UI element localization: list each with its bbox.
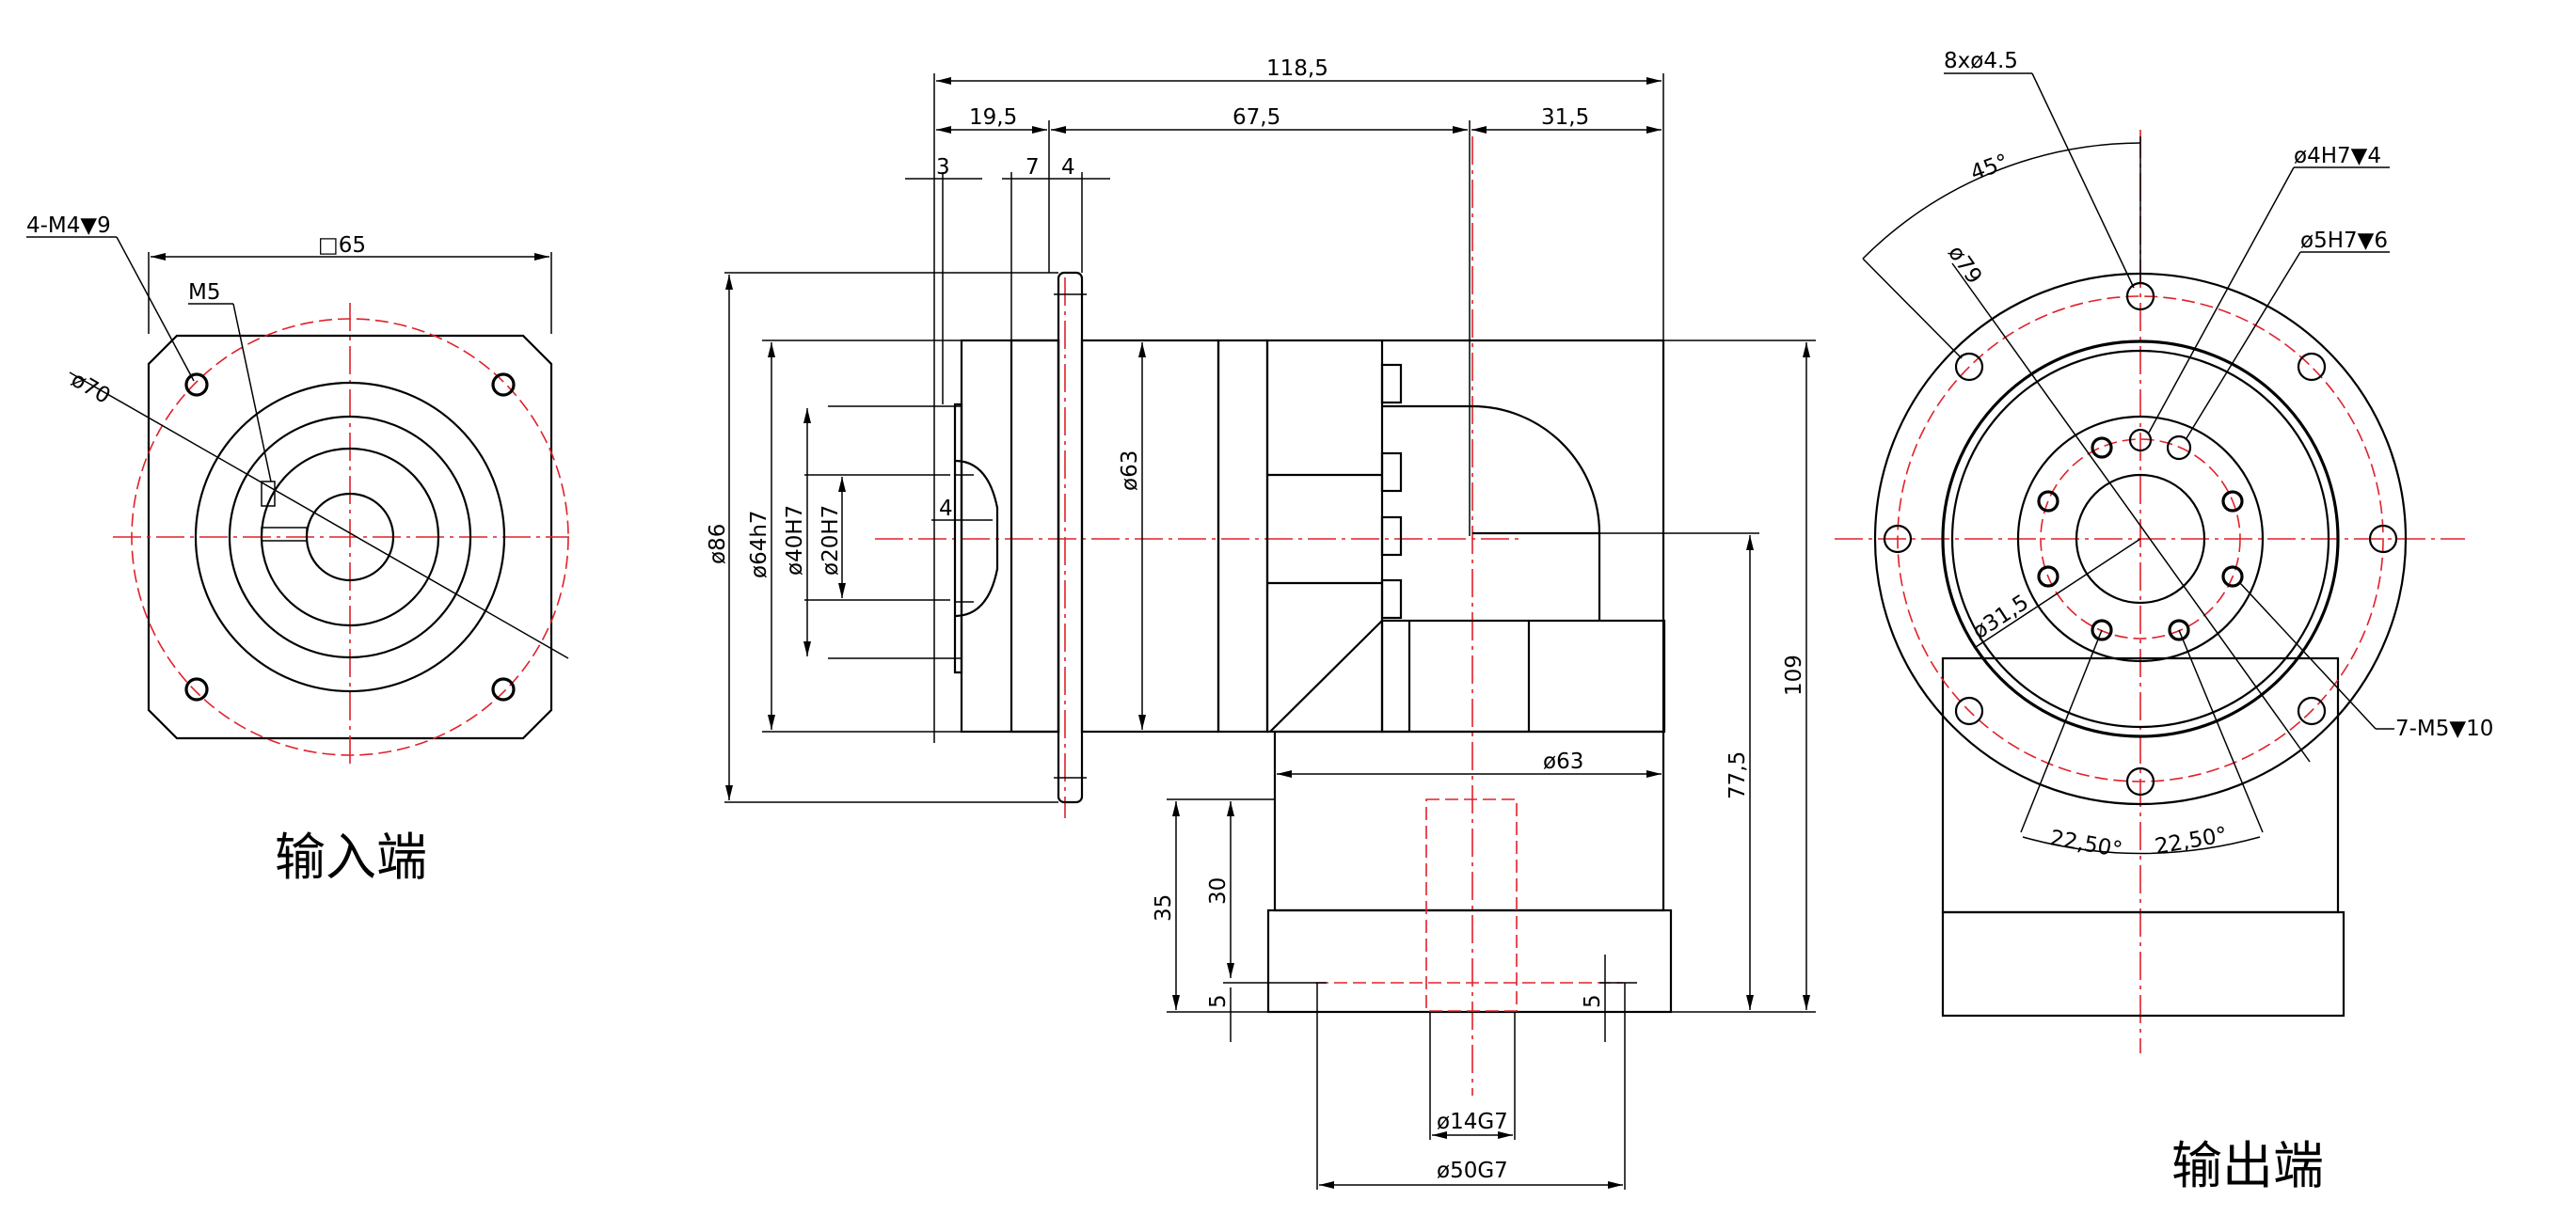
- output-tapped-label: 7-M5▼10: [2395, 717, 2493, 741]
- side-dia-63-body: ø63: [1118, 450, 1142, 491]
- side-height-77-5: 77,5: [1725, 751, 1750, 799]
- side-dia-63-lower: ø63: [1543, 750, 1583, 774]
- side-dim-67-5: 67,5: [1232, 105, 1280, 130]
- side-dia-86: ø86: [706, 524, 730, 564]
- side-flange-plate: [1057, 271, 1084, 804]
- side-height-35: 35: [1152, 894, 1176, 922]
- output-base: [1941, 910, 2345, 1018]
- side-dim-19-5: 19,5: [969, 105, 1017, 130]
- side-dim-118: 118,5: [1266, 56, 1328, 81]
- output-angle-45-arc: [1862, 142, 2141, 260]
- output-pin-4h7: ø4H7▼4: [2294, 144, 2381, 168]
- output-mount-holes: [1883, 281, 2398, 797]
- side-view: 118,5 19,5 67,5 31,5 3 7 4 4 ø86: [706, 56, 1816, 1190]
- side-bevel: [1269, 620, 1383, 733]
- output-tapped-holes: [2037, 436, 2244, 641]
- side-input-boss: [953, 403, 963, 674]
- side-dia-20h7: ø20H7: [819, 505, 843, 576]
- output-pin-4: [2128, 428, 2153, 452]
- input-end-view: □65 4-M4▼9 M5 ø70 输入端: [26, 213, 569, 887]
- input-pcd-label: ø70: [67, 368, 115, 409]
- side-input-dome: [954, 459, 999, 618]
- output-holes-label: 8xø4.5: [1944, 49, 2018, 73]
- input-tap-slot: [261, 481, 276, 507]
- input-holes-label: 4-M4▼9: [26, 213, 111, 238]
- input-square-label: □65: [318, 233, 366, 258]
- output-angle-arc: [2022, 836, 2261, 855]
- input-tap-label: M5: [188, 280, 220, 305]
- side-dia-50g7: ø50G7: [1437, 1159, 1508, 1183]
- side-dim-31-5: 31,5: [1541, 105, 1589, 130]
- input-pcd-leader: [69, 371, 569, 659]
- output-pin-5: [2166, 434, 2192, 461]
- output-bore: [2075, 473, 2206, 605]
- output-pin-5h7: ø5H7▼6: [2300, 229, 2388, 253]
- output-pcd-31-5-leader: [1975, 538, 2141, 648]
- output-end-view: 8xø4.5 45° ø79 ø4H7▼4 ø5H7▼6 ø31,5 7-M5▼…: [1835, 49, 2493, 1195]
- output-pcd-79-leader: [1951, 262, 2311, 763]
- side-dia-64h7: ø64h7: [747, 510, 771, 578]
- input-mount-holes: [184, 372, 516, 702]
- side-gearbox-body: [1265, 339, 1384, 734]
- side-dia-40h7: ø40H7: [783, 505, 807, 576]
- side-adapter: [960, 339, 1060, 734]
- output-ring-inner: [1950, 349, 2330, 729]
- side-dim-4-top: 4: [1061, 155, 1075, 180]
- side-output-housing: [1273, 730, 1665, 912]
- output-bore-14: [1425, 798, 1518, 1012]
- side-dia-14g7: ø14G7: [1437, 1110, 1508, 1134]
- side-body-section-1: [1080, 339, 1220, 734]
- output-angle-45: 45°: [1967, 150, 2012, 185]
- side-output-base: [1266, 908, 1673, 1014]
- input-bore-outer: [194, 381, 506, 693]
- output-end-caption: 输出端: [2171, 1136, 2324, 1195]
- side-height-5-left: 5: [1206, 994, 1231, 1008]
- side-height-30: 30: [1206, 877, 1231, 905]
- output-boss: [2016, 415, 2265, 663]
- output-pcd-31-5: [2040, 438, 2241, 640]
- output-pcd-79: [1897, 295, 2384, 782]
- output-pcd-31-5: ø31,5: [1968, 591, 2033, 644]
- output-pcd-79: ø79: [1943, 242, 1986, 289]
- output-angle-right: 22,50°: [2154, 823, 2230, 860]
- input-keyway: [261, 527, 308, 542]
- side-height-5-right: 5: [1581, 994, 1605, 1008]
- side-dim-3: 3: [936, 155, 950, 180]
- side-right-housing: [1380, 619, 1666, 734]
- output-ring-outer: [1941, 340, 2340, 738]
- side-height-109: 109: [1782, 655, 1806, 696]
- side-dim-4-inner: 4: [939, 497, 953, 521]
- input-end-caption: 输入端: [275, 828, 427, 887]
- input-bore-ring: [228, 415, 472, 659]
- side-elbow-arc: [1382, 404, 1601, 621]
- side-dim-7: 7: [1026, 155, 1040, 180]
- output-angle-left: 22,50°: [2048, 826, 2124, 862]
- input-flange-square: [147, 334, 553, 740]
